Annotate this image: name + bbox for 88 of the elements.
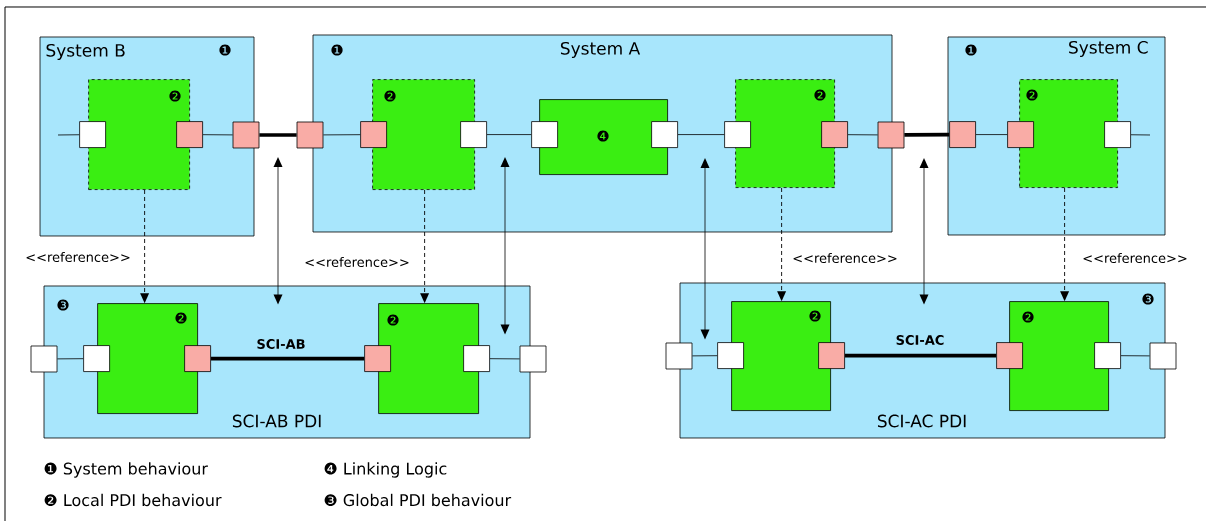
port-square <box>1094 342 1121 369</box>
pdi-title: SCI-AC PDI <box>877 414 966 428</box>
port-square <box>724 121 751 148</box>
connector-line <box>904 132 950 137</box>
system-title: System A <box>560 41 641 59</box>
port-square <box>651 121 678 148</box>
system-title: System C <box>1069 40 1148 58</box>
connector-line <box>1130 134 1151 136</box>
port-square <box>531 121 558 148</box>
edge-label: SCI-AB <box>257 339 305 349</box>
port-square <box>79 121 107 148</box>
marker-number: ❷ <box>1026 89 1038 101</box>
port-square <box>1104 121 1131 148</box>
legend-entry: ❹ Linking Logic <box>324 462 447 478</box>
port-square <box>30 345 58 373</box>
double-arrow <box>273 157 283 305</box>
marker-number: ❷ <box>809 310 821 322</box>
connector-line <box>57 358 84 360</box>
port-square <box>949 121 976 148</box>
port-square <box>1007 121 1034 148</box>
behaviour-box <box>731 301 831 411</box>
behaviour-box <box>735 79 835 188</box>
connector-line <box>692 355 718 357</box>
double-arrow <box>919 158 929 305</box>
edge-label: <<reference>> <box>793 252 897 263</box>
marker-number: ❶ <box>965 44 977 56</box>
marker-number: ❶ <box>219 44 231 56</box>
port-square <box>877 121 905 149</box>
port-square <box>818 342 845 369</box>
connector-line <box>975 134 1008 135</box>
connector-line <box>845 353 997 358</box>
marker-number: ❷ <box>169 90 181 102</box>
behaviour-box <box>88 79 190 190</box>
edge-label: <<reference>> <box>1083 252 1187 263</box>
dashed-arrow <box>420 189 430 304</box>
connector-line <box>486 134 532 135</box>
port-square <box>232 121 260 149</box>
connector-line <box>202 134 233 136</box>
connector-line <box>57 134 80 136</box>
connector-line <box>847 134 878 136</box>
behaviour-box <box>97 303 198 414</box>
marker-number: ❷ <box>384 90 396 102</box>
marker-number: ❷ <box>387 314 399 326</box>
dashed-arrow <box>777 187 787 302</box>
pdi-title: SCI-AB PDI <box>232 414 321 428</box>
marker-number: ❸ <box>57 299 69 311</box>
connector-line <box>489 358 520 360</box>
port-square <box>665 342 693 370</box>
marker-number: ❷ <box>175 312 187 324</box>
connector-line <box>211 356 365 361</box>
port-square <box>360 121 387 148</box>
dashed-arrow <box>1060 187 1070 302</box>
double-arrow <box>700 158 710 340</box>
marker-number: ❷ <box>814 89 826 101</box>
port-square <box>519 345 547 373</box>
legend-entry: ❷ Local PDI behaviour <box>44 493 222 507</box>
port-square <box>821 121 848 148</box>
behaviour-box <box>372 79 475 190</box>
behaviour-box <box>1019 79 1118 188</box>
marker-number: ❷ <box>1022 311 1034 323</box>
port-square <box>364 345 391 372</box>
port-square <box>296 121 324 149</box>
marker-number: ❶ <box>331 44 343 56</box>
port-square <box>463 345 490 372</box>
marker-number: ❸ <box>1142 293 1154 305</box>
port-square <box>83 345 110 372</box>
legend-entry: ❶ System behaviour <box>44 462 208 478</box>
marker-number: ❹ <box>597 130 609 142</box>
port-square <box>996 342 1023 369</box>
double-arrow <box>500 157 510 335</box>
behaviour-box <box>1009 301 1109 411</box>
edge-label: SCI-AC <box>896 335 944 345</box>
dashed-arrow <box>140 189 150 304</box>
port-square <box>1149 342 1177 370</box>
behaviour-box <box>378 303 479 414</box>
port-square <box>717 342 744 369</box>
edge-label: <<reference>> <box>26 251 130 262</box>
system-title: System B <box>46 43 125 61</box>
port-square <box>176 121 203 148</box>
legend-entry: ❸ Global PDI behaviour <box>324 493 512 507</box>
connector-line <box>323 134 361 136</box>
port-square <box>184 345 211 372</box>
port-square <box>460 121 487 148</box>
logic-box <box>539 99 668 175</box>
edge-label: <<reference>> <box>305 256 409 267</box>
connector-line <box>677 134 725 135</box>
connector-line <box>1120 355 1150 357</box>
connector-line <box>259 133 297 137</box>
